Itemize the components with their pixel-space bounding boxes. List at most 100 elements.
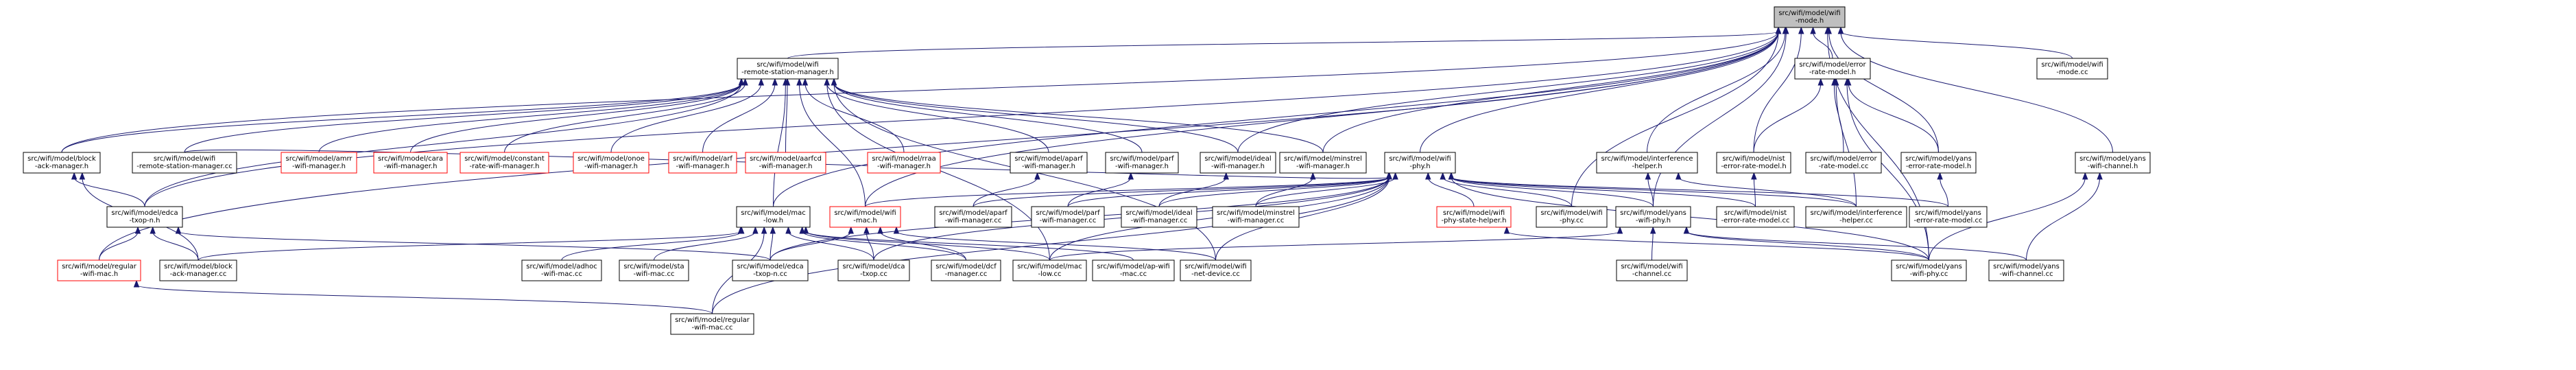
node-src-wifi-model-ap-wifi-mac-cc[interactable]: src/wifi/model/ap-wifi-mac.cc — [1092, 259, 1175, 281]
node-src-wifi-model-wifi-mac-h[interactable]: src/wifi/model/wifi-mac.h — [829, 206, 901, 228]
arrow-head — [1937, 172, 1943, 180]
node-src-wifi-model-interference-helper-cc[interactable]: src/wifi/model/interference-helper.cc — [1805, 206, 1907, 228]
node-box — [1716, 152, 1791, 174]
edge-minstrel_h-to-rsm_h — [831, 78, 1324, 153]
node-src-wifi-model-nist-error-rate-model-h[interactable]: src/wifi/model/nist-error-rate-model.h — [1716, 152, 1791, 174]
node-label-line: src/wifi/model/amrr — [285, 155, 353, 163]
node-src-wifi-model-wifi-channel-cc[interactable]: src/wifi/model/wifi-channel.cc — [1616, 259, 1688, 281]
node-src-wifi-model-nist-error-rate-model-cc[interactable]: src/wifi/model/nist-error-rate-model.cc — [1716, 206, 1795, 228]
node-box — [1794, 58, 1871, 80]
node-src-wifi-model-yans-wifi-phy-h[interactable]: src/wifi/model/yans-wifi-phy.h — [1615, 206, 1691, 228]
node-src-wifi-model-onoe-wifi-manager-h[interactable]: src/wifi/model/onoe-wifi-manager.h — [573, 152, 649, 174]
arrow-head — [1837, 26, 1844, 34]
edge-phy_cc-to-phy_h — [1440, 172, 1572, 207]
node-src-wifi-model-wifi-phy-h[interactable]: src/wifi/model/wifi-phy.h — [1384, 152, 1456, 174]
node-box — [1891, 259, 1967, 281]
edge-amrr_h-to-rsm_h — [318, 78, 745, 153]
node-label-line: -mac.cc — [1120, 270, 1147, 278]
node-src-wifi-model-cara-wifi-manager-h[interactable]: src/wifi/model/cara-wifi-manager.h — [373, 152, 448, 174]
node-src-wifi-model-dca-txop-cc[interactable]: src/wifi/model/dca-txop.cc — [837, 259, 910, 281]
arrow-head — [150, 226, 156, 234]
node-src-wifi-model-wifi-phy-state-helper-h[interactable]: src/wifi/model/wifi-phy-state-helper.h — [1436, 206, 1512, 228]
edge-err_h-to-mode_h — [1810, 26, 1833, 59]
node-src-wifi-model-adhoc-wifi-mac-cc[interactable]: src/wifi/model/adhoc-wifi-mac.cc — [521, 259, 602, 281]
node-src-wifi-model-minstrel-wifi-manager-cc[interactable]: src/wifi/model/minstrel-wifi-manager.cc — [1212, 206, 1300, 228]
node-src-wifi-model-wifi-remote-station-manager-h[interactable]: src/wifi/model/wifi-remote-station-manag… — [737, 58, 839, 80]
node-src-wifi-model-yans-wifi-channel-cc[interactable]: src/wifi/model/yans-wifi-channel.cc — [1988, 259, 2064, 281]
arrow-head — [877, 226, 883, 234]
node-src-wifi-model-yans-error-rate-model-h[interactable]: src/wifi/model/yans-error-rate-model.h — [1900, 152, 1977, 174]
node-label-line: src/wifi/model/regular — [62, 263, 137, 270]
node-label-line: -helper.cc — [1839, 217, 1873, 224]
node-src-wifi-model-ideal-wifi-manager-h[interactable]: src/wifi/model/ideal-wifi-manager.h — [1200, 152, 1276, 174]
node-src-wifi-model-minstrel-wifi-manager-h[interactable]: src/wifi/model/minstrel-wifi-manager.h — [1279, 152, 1367, 174]
arrow-head — [2082, 172, 2088, 180]
node-box — [57, 259, 141, 281]
node-src-wifi-model-ideal-wifi-manager-cc[interactable]: src/wifi/model/ideal-wifi-manager.cc — [1121, 206, 1197, 228]
node-label-line: -wifi-manager.h — [383, 163, 437, 170]
node-label-line: src/wifi/model/nist — [1724, 209, 1787, 217]
node-src-wifi-model-edca-txop-n-h[interactable]: src/wifi/model/edca-txop-n.h — [106, 206, 183, 228]
node-src-wifi-model-aparf-wifi-manager-cc[interactable]: src/wifi/model/aparf-wifi-manager.cc — [934, 206, 1012, 228]
node-box — [1212, 206, 1300, 228]
node-src-wifi-model-block-ack-manager-cc[interactable]: src/wifi/model/block-ack-manager.cc — [159, 259, 237, 281]
edge-edca_cc-to-wmac_h — [770, 226, 854, 261]
node-src-wifi-model-sta-wifi-mac-cc[interactable]: src/wifi/model/sta-wifi-mac.cc — [619, 259, 689, 281]
node-src-wifi-model-mac-low-cc[interactable]: src/wifi/model/mac-low.cc — [1012, 259, 1087, 281]
edge-regmac_h-to-mode_h — [99, 26, 1782, 261]
node-src-wifi-model-wifi-remote-station-manager-cc[interactable]: src/wifi/model/wifi-remote-station-manag… — [132, 152, 237, 174]
node-src-wifi-model-parf-wifi-manager-h[interactable]: src/wifi/model/parf-wifi-manager.h — [1105, 152, 1179, 174]
edge-maclow_h-to-rsm_h — [773, 78, 789, 207]
edge-nist_cc-to-phy_h — [1448, 172, 1756, 207]
node-box — [1010, 152, 1088, 174]
node-src-wifi-model-amrr-wifi-manager-h[interactable]: src/wifi/model/amrr-wifi-manager.h — [281, 152, 357, 174]
edge-dca_cc-to-wmac_h — [863, 226, 874, 261]
node-box — [1988, 259, 2064, 281]
node-label-line: src/wifi/model/cara — [378, 155, 443, 163]
node-label-line: -wifi-manager.h — [292, 163, 346, 170]
node-src-wifi-model-interference-helper-h[interactable]: src/wifi/model/interference-helper.h — [1596, 152, 1698, 174]
node-label-line: src/wifi/model/edca — [111, 209, 178, 217]
node-label-line: -wifi-manager.h — [1022, 163, 1075, 170]
node-label-line: src/wifi/model/constant — [464, 155, 545, 163]
node-src-wifi-model-wifi-mode-cc[interactable]: src/wifi/model/wifi-mode.cc — [2036, 58, 2108, 80]
node-box — [373, 152, 448, 174]
node-src-wifi-model-error-rate-model-h[interactable]: src/wifi/model/error-rate-model.h — [1794, 58, 1871, 80]
node-src-wifi-model-constant-rate-wifi-manager-h[interactable]: src/wifi/model/constant-rate-wifi-manage… — [460, 152, 549, 174]
node-label-line: -error-rate-model.cc — [1721, 217, 1789, 224]
edge-yphy_h-to-phy_h — [1448, 172, 1654, 207]
node-src-wifi-model-yans-error-rate-model-cc[interactable]: src/wifi/model/yans-error-rate-model.cc — [1909, 206, 1988, 228]
node-src-wifi-model-yans-wifi-phy-cc[interactable]: src/wifi/model/yans-wifi-phy.cc — [1891, 259, 1967, 281]
edge-onoe_h-to-rsm_h — [610, 78, 765, 153]
node-src-wifi-model-aarfcd-wifi-manager-h[interactable]: src/wifi/model/aarfcd-wifi-manager.h — [745, 152, 826, 174]
edge-bam_h-to-rsm_h — [61, 78, 745, 153]
node-box — [934, 206, 1012, 228]
node-src-wifi-model-parf-wifi-manager-cc[interactable]: src/wifi/model/parf-wifi-manager.cc — [1031, 206, 1105, 228]
node-src-wifi-model-error-rate-model-cc[interactable]: src/wifi/model/error-rate-model.cc — [1805, 152, 1882, 174]
node-label-line: src/wifi/model/yans — [1905, 155, 1972, 163]
node-src-wifi-model-block-ack-manager-h[interactable]: src/wifi/model/block-ack-manager.h — [23, 152, 101, 174]
node-src-wifi-model-yans-wifi-channel-h[interactable]: src/wifi/model/yans-wifi-channel.h — [2075, 152, 2151, 174]
node-src-wifi-model-regular-wifi-mac-cc[interactable]: src/wifi/model/regular-wifi-mac.cc — [670, 313, 754, 335]
node-src-wifi-model-dcf-manager-cc[interactable]: src/wifi/model/dcf-manager.cc — [931, 259, 1001, 281]
node-src-wifi-model-aparf-wifi-manager-h[interactable]: src/wifi/model/aparf-wifi-manager.h — [1010, 152, 1088, 174]
node-src-wifi-model-mac-low-h[interactable]: src/wifi/model/mac-low.h — [736, 206, 811, 228]
node-src-wifi-model-arf-wifi-manager-h[interactable]: src/wifi/model/arf-wifi-manager.h — [668, 152, 737, 174]
node-src-wifi-model-wifi-phy-cc[interactable]: src/wifi/model/wifi-phy.cc — [1536, 206, 1608, 228]
node-label-line: -wifi-manager.h — [1211, 163, 1265, 170]
node-box — [1121, 206, 1197, 228]
node-label-line: src/wifi/model/aarfcd — [750, 155, 822, 163]
node-src-wifi-model-edca-txop-n-cc[interactable]: src/wifi/model/edca-txop-n.cc — [732, 259, 809, 281]
edge-psh_h-to-phy_h — [1425, 172, 1475, 207]
node-src-wifi-model-wifi-net-device-cc[interactable]: src/wifi/model/wifi-net-device.cc — [1180, 259, 1252, 281]
arrow-head — [761, 226, 767, 234]
node-src-wifi-model-regular-wifi-mac-h[interactable]: src/wifi/model/regular-wifi-mac.h — [57, 259, 141, 281]
node-label-line: -wifi-manager.cc — [945, 217, 1002, 224]
edge-maclow_cc-to-maclow_h — [802, 226, 1050, 261]
node-label-line: src/wifi/model/error — [1810, 155, 1877, 163]
node-src-wifi-model-rraa-wifi-manager-h[interactable]: src/wifi/model/rraa-wifi-manager.h — [867, 152, 941, 174]
arrow-head — [802, 226, 809, 234]
arrow-head — [783, 78, 789, 86]
node-label-line: src/wifi/model/ideal — [1125, 209, 1192, 217]
edge-edca_cc-to-edca_h — [175, 226, 771, 261]
